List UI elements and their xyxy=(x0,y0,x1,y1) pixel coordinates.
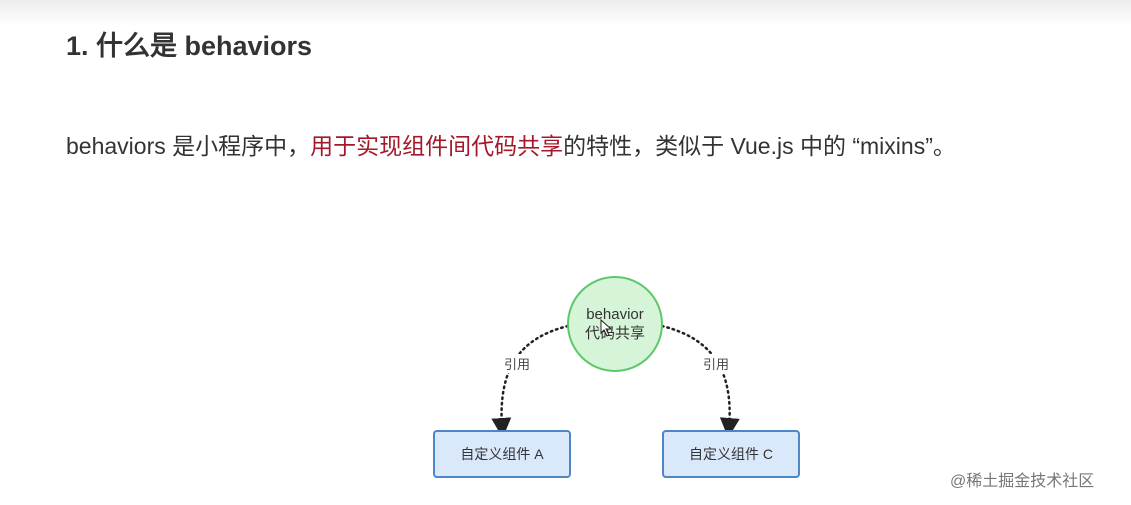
component-a-node: 自定义组件 A xyxy=(433,430,571,478)
paragraph-text-end: 的特性，类似于 Vue.js 中的 “mixins”。 xyxy=(563,133,956,159)
edge-to-component-c xyxy=(660,324,740,438)
section-heading: 1. 什么是 behaviors xyxy=(66,31,313,61)
paragraph-highlight: 用于实现组件间代码共享 xyxy=(310,133,564,159)
behavior-node-subtitle: 代码共享 xyxy=(584,325,645,342)
paragraph-text-start: behaviors 是小程序中， xyxy=(66,133,311,159)
intro-paragraph: behaviors 是小程序中，用于实现组件间代码共享的特性，类似于 Vue.j… xyxy=(66,126,956,166)
watermark: @稀土掘金技术社区 xyxy=(950,473,1095,490)
top-shadow xyxy=(0,0,1131,26)
edge-label-right: 引用 xyxy=(701,354,732,373)
component-c-node: 自定义组件 C xyxy=(662,430,800,478)
behavior-node: behavior 代码共享 xyxy=(567,276,663,372)
mouse-cursor-icon xyxy=(600,319,613,337)
behavior-node-title: behavior xyxy=(586,306,644,323)
edge-label-left: 引用 xyxy=(502,354,533,373)
edge-to-component-a xyxy=(491,324,570,438)
